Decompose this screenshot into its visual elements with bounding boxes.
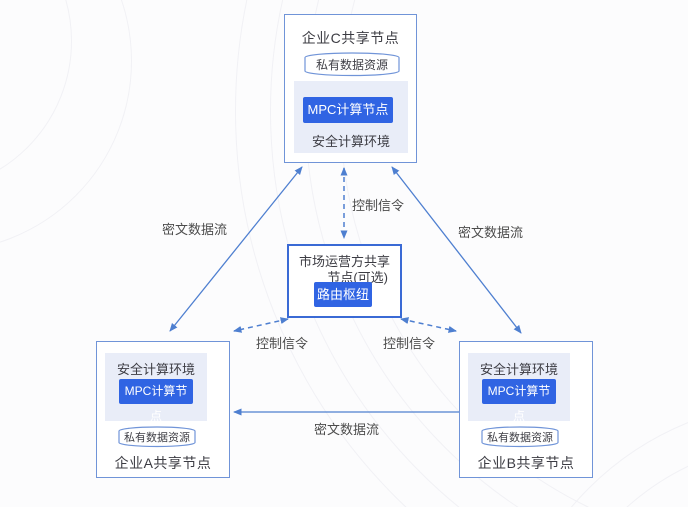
database-cylinder-icon: 私有数据资源 <box>304 52 400 77</box>
database-cylinder-icon: 私有数据资源 <box>481 426 559 448</box>
edge-label-cipher-right: 密文数据流 <box>458 225 524 240</box>
edge-label-control-right: 控制信令 <box>383 336 436 351</box>
operator-title-line2: 节点(可选) <box>327 270 388 285</box>
secure-env-label: 安全计算环境 <box>479 362 558 377</box>
node-enterprise-b-title: 企业B共享节点 <box>477 455 575 471</box>
edge-label-cipher-bottom: 密文数据流 <box>314 422 380 437</box>
database-cylinder-icon: 私有数据资源 <box>118 426 196 448</box>
arrow-control-left <box>233 317 289 333</box>
node-enterprise-c: 企业C共享节点 私有数据资源 MPC计算节点 安全计算环境 <box>284 14 417 163</box>
secure-env-label: 安全计算环境 <box>311 134 390 149</box>
secure-env-panel: 安全计算环境 MPC计算节点 <box>105 353 207 423</box>
edge-label-cipher-left: 密文数据流 <box>162 222 228 237</box>
node-enterprise-a: 安全计算环境 MPC计算节点 私有数据资源 企业A共享节点 <box>96 341 230 478</box>
arrow-cipher-flow-left <box>169 166 303 332</box>
data-resource-label: 私有数据资源 <box>315 58 388 72</box>
mpc-node-badge: MPC计算节点 <box>482 379 556 423</box>
routing-hub-badge: 路由枢纽 <box>314 282 372 307</box>
data-resource-label: 私有数据资源 <box>487 432 553 444</box>
arrow-cipher-flow-right <box>391 166 522 334</box>
secure-env-panel: 安全计算环境 MPC计算节点 <box>468 353 570 423</box>
node-market-operator: 市场运营方共享 节点(可选) 路由枢纽 <box>287 244 402 318</box>
node-enterprise-a-title: 企业A共享节点 <box>114 455 212 471</box>
mpc-node-badge: MPC计算节点 <box>303 97 393 123</box>
node-enterprise-c-title: 企业C共享节点 <box>301 30 400 46</box>
edge-label-control-top: 控制信令 <box>352 198 405 213</box>
mpc-node-badge: MPC计算节点 <box>119 379 193 423</box>
data-resource-label: 私有数据资源 <box>124 432 190 444</box>
secure-env-panel: MPC计算节点 安全计算环境 <box>294 81 408 153</box>
operator-title-line1: 市场运营方共享 <box>298 254 390 269</box>
edge-label-control-left: 控制信令 <box>256 336 309 351</box>
secure-env-label: 安全计算环境 <box>116 362 195 377</box>
node-enterprise-b: 安全计算环境 MPC计算节点 私有数据资源 企业B共享节点 <box>459 341 593 478</box>
arrow-control-right <box>400 317 457 333</box>
